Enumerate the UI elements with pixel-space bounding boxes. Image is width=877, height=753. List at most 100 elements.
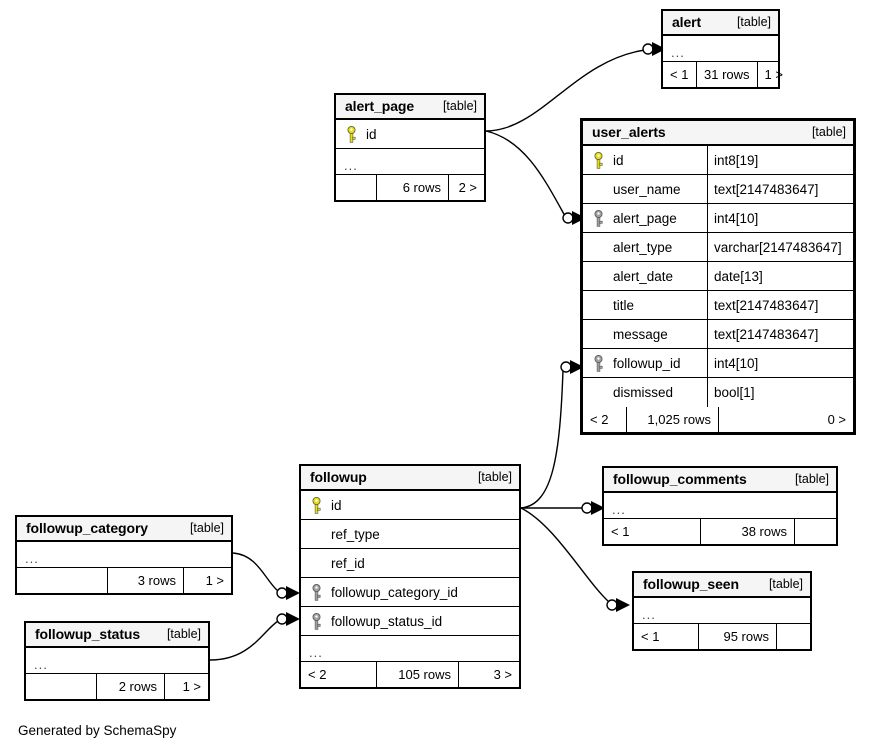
optional-marker <box>562 212 574 224</box>
column-row-followup-ref_id[interactable]: ref_id <box>301 549 519 578</box>
column-label: followup_status_id <box>331 613 443 629</box>
child-count-followup_seen[interactable] <box>776 624 810 649</box>
table-header-alert[interactable]: alert[table] <box>663 11 778 36</box>
table-header-followup_status[interactable]: followup_status[table] <box>26 623 208 648</box>
child-count-followup_comments[interactable] <box>794 519 836 544</box>
table-header-alert_page[interactable]: alert_page [table] <box>336 95 484 120</box>
column-label: message <box>613 326 668 342</box>
table-type-tag-followup_comments: [table] <box>794 472 829 486</box>
parent-count-followup_status[interactable] <box>26 674 96 699</box>
table-title-user_alerts: user_alerts <box>592 124 666 140</box>
column-name-cell: ref_id <box>301 549 519 577</box>
parent-count-user_alerts[interactable]: < 2 <box>590 412 609 427</box>
row-count-followup_seen[interactable]: 95 rows <box>698 624 776 649</box>
table-node-followup_seen[interactable]: followup_seen[table]... < 1 95 rows <box>632 571 812 651</box>
more-columns-ellipsis-followup[interactable]: ... <box>301 636 519 662</box>
table-header-followup_seen[interactable]: followup_seen[table] <box>634 573 810 598</box>
gray-key-icon <box>307 612 325 630</box>
column-type: text[2147483647] <box>707 320 853 348</box>
child-count-user_alerts[interactable]: 0 > <box>718 407 853 432</box>
column-type: int4[10] <box>707 204 853 232</box>
table-type-tag-alert_page: [table] <box>442 99 477 113</box>
more-columns-ellipsis-alert[interactable]: ... <box>663 36 778 62</box>
row-count-followup_category[interactable]: 3 rows <box>107 568 183 593</box>
row-count-followup_comments[interactable]: 38 rows <box>700 519 794 544</box>
parent-count-alert[interactable]: < 1 <box>670 67 689 82</box>
column-name-cell: title <box>583 291 707 319</box>
parent-count-followup_comments[interactable]: < 1 <box>611 524 630 539</box>
more-columns-ellipsis-alert_page[interactable]: ... <box>336 149 484 175</box>
column-name-cell: followup_id <box>583 349 707 377</box>
parent-count-alert_page[interactable] <box>336 175 376 200</box>
row-count-followup_status[interactable]: 2 rows <box>96 674 164 699</box>
optional-marker <box>276 613 288 625</box>
row-count-alert[interactable]: 31 rows <box>696 62 757 87</box>
column-row-alert_page-id[interactable]: id <box>336 120 484 149</box>
column-name-cell: followup_category_id <box>301 578 519 606</box>
column-row-user_alerts-message[interactable]: message text[2147483647] <box>583 320 853 349</box>
table-header-followup_comments[interactable]: followup_comments[table] <box>604 468 836 493</box>
column-name-cell: alert_page <box>583 204 707 232</box>
ellipsis-text: ... <box>34 657 48 672</box>
parent-count-followup[interactable]: < 2 <box>308 667 327 682</box>
row-count-followup[interactable]: 105 rows <box>376 662 458 687</box>
more-columns-ellipsis-followup_seen[interactable]: ... <box>634 598 810 624</box>
row-count-alert_page[interactable]: 6 rows <box>376 175 448 200</box>
table-header-followup_category[interactable]: followup_category[table] <box>17 517 231 542</box>
relationship-followup-to-user-alerts <box>520 360 584 509</box>
more-columns-ellipsis-followup_category[interactable]: ... <box>17 542 231 568</box>
column-row-followup-followup_status_id[interactable]: followup_status_id <box>301 607 519 636</box>
ellipsis-text: ... <box>25 551 39 566</box>
optional-marker <box>581 502 593 514</box>
column-label: id <box>366 126 377 142</box>
row-count-user_alerts[interactable]: 1,025 rows <box>626 407 718 432</box>
column-label: alert_type <box>613 239 673 255</box>
column-type: int4[10] <box>707 349 853 377</box>
more-columns-ellipsis-followup_status[interactable]: ... <box>26 648 208 674</box>
table-node-followup_comments[interactable]: followup_comments[table]... < 1 38 rows <box>602 466 838 546</box>
more-columns-ellipsis-followup_comments[interactable]: ... <box>604 493 836 519</box>
table-columns-followup_category: ... <box>17 542 231 568</box>
column-name-cell: ref_type <box>301 520 519 548</box>
gray-key-icon <box>589 209 607 227</box>
relationship-followup-to-followup-comments <box>521 501 605 515</box>
table-title-alert_page: alert_page <box>345 98 415 114</box>
table-title-followup_status: followup_status <box>35 626 141 642</box>
table-footer-followup_seen: < 1 95 rows <box>634 624 810 649</box>
column-row-followup-ref_type[interactable]: ref_type <box>301 520 519 549</box>
column-label: followup_category_id <box>331 584 458 600</box>
column-name-cell: alert_date <box>583 262 707 290</box>
parent-count-followup_seen[interactable]: < 1 <box>641 629 660 644</box>
column-row-followup-followup_category_id[interactable]: followup_category_id <box>301 578 519 607</box>
child-count-alert[interactable]: 1 > <box>756 62 790 87</box>
child-count-followup_status[interactable]: 1 > <box>164 674 208 699</box>
optional-marker <box>642 43 654 55</box>
table-header-user_alerts[interactable]: user_alerts[table] <box>583 121 853 146</box>
child-count-followup_category[interactable]: 1 > <box>183 568 231 593</box>
table-header-followup[interactable]: followup[table] <box>301 466 519 491</box>
arrowhead <box>286 612 300 626</box>
column-name-cell: id <box>583 146 707 174</box>
child-count-alert_page[interactable]: 2 > <box>448 175 484 200</box>
child-count-followup[interactable]: 3 > <box>458 662 519 687</box>
parent-count-followup_category[interactable] <box>17 568 107 593</box>
column-row-followup-id[interactable]: id <box>301 491 519 520</box>
relationship-followup-status-to-followup <box>209 612 300 661</box>
